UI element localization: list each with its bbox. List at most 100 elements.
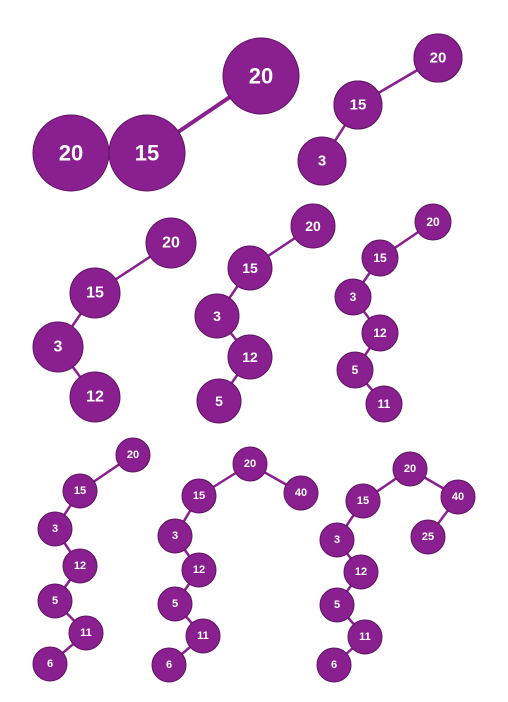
tree-node-3: 3 (334, 278, 372, 316)
node-label: 11 (80, 627, 92, 639)
tree-node-15: 15 (333, 80, 383, 130)
node-circle (440, 479, 476, 515)
node-label: 15 (74, 485, 86, 497)
node-circle (32, 646, 68, 682)
node-circle (336, 351, 374, 389)
tree-node-40: 40 (440, 479, 476, 515)
node-circle (194, 293, 240, 339)
node-label: 3 (334, 534, 340, 546)
tree-insert-12: 20 15 312 (32, 217, 197, 423)
tree-node-6: 6 (32, 646, 68, 682)
tree-insert-25: 20 15 40 25 3 12 5 11 6 (316, 451, 476, 683)
tree-node-20: 20 (222, 37, 300, 115)
tree-insert-20: 20 (222, 37, 300, 115)
node-circle (232, 446, 268, 482)
node-label: 15 (135, 141, 159, 166)
node-circle (196, 378, 242, 424)
node-circle (347, 619, 383, 655)
node-label: 5 (52, 595, 58, 607)
node-label: 12 (355, 566, 367, 578)
node-circle (185, 618, 221, 654)
tree-node-15: 15 (108, 114, 186, 192)
node-circle (69, 371, 121, 423)
node-label: 6 (331, 659, 337, 671)
tree-node-15: 15 (345, 483, 381, 519)
node-circle (37, 583, 73, 619)
node-label: 15 (242, 260, 258, 276)
tree-node-11: 11 (68, 615, 104, 651)
node-label: 15 (86, 285, 104, 302)
tree-node-20: 20 (413, 33, 463, 83)
tree-node-15: 15 (361, 239, 399, 277)
node-label: 11 (359, 631, 371, 643)
tree-insert-6: 20 15 3 12 5 11 6 (32, 437, 151, 682)
node-label: 3 (172, 530, 178, 542)
node-circle (115, 437, 151, 473)
tree-node-3: 3 (319, 522, 355, 558)
tree-node-11: 11 (347, 619, 383, 655)
node-label: 20 (305, 218, 321, 234)
tree-node-20: 20 (145, 217, 197, 269)
node-circle (68, 615, 104, 651)
node-circle (181, 478, 217, 514)
node-label: 20 (162, 235, 180, 252)
node-circle (319, 587, 355, 623)
tree-node-5: 5 (319, 587, 355, 623)
node-label: 5 (352, 363, 359, 377)
node-circle (319, 522, 355, 558)
node-circle (361, 314, 399, 352)
node-circle (316, 647, 352, 683)
node-circle (410, 519, 446, 555)
tree-node-6: 6 (151, 647, 187, 683)
tree-node-12: 12 (227, 334, 273, 380)
node-circle (69, 267, 121, 319)
node-label: 40 (295, 487, 307, 499)
node-label: 25 (422, 531, 434, 543)
node-label: 20 (430, 50, 447, 67)
tree-node-20: 20 (392, 451, 428, 487)
node-label: 12 (74, 560, 86, 572)
node-circle (227, 245, 273, 291)
node-circle (333, 80, 383, 130)
node-label: 20 (249, 64, 273, 89)
node-label: 20 (127, 449, 139, 461)
node-circle (345, 483, 381, 519)
tree-node-12: 12 (343, 554, 379, 590)
node-label: 15 (373, 251, 387, 265)
node-circle (222, 37, 300, 115)
node-label: 5 (215, 393, 223, 409)
tree-node-11: 11 (365, 385, 403, 423)
node-circle (283, 475, 319, 511)
tree-node-3: 3 (194, 293, 240, 339)
node-circle (343, 554, 379, 590)
node-circle (290, 203, 336, 249)
tree-node-12: 12 (361, 314, 399, 352)
tree-node-5: 5 (157, 586, 193, 622)
node-label: 20 (426, 215, 440, 229)
tree-node-3: 3 (157, 518, 193, 554)
node-circle (32, 321, 84, 373)
tree-node-3: 3 (32, 321, 84, 373)
tree-node-20: 20 (414, 203, 452, 241)
node-circle (151, 647, 187, 683)
node-circle (227, 334, 273, 380)
node-label: 6 (47, 658, 53, 670)
tree-node-20: 20 (290, 203, 336, 249)
node-label: 3 (52, 523, 58, 535)
node-circle (62, 548, 98, 584)
tree-node-5: 5 (196, 378, 242, 424)
tree-node-15: 15 (227, 245, 273, 291)
node-label: 5 (334, 599, 340, 611)
tree-node-12: 12 (69, 371, 121, 423)
node-label: 20 (404, 463, 416, 475)
node-label: 11 (197, 630, 209, 642)
tree-node-20: 20 (232, 446, 268, 482)
tree-node-11: 11 (185, 618, 221, 654)
node-circle (181, 552, 217, 588)
node-circle (62, 473, 98, 509)
